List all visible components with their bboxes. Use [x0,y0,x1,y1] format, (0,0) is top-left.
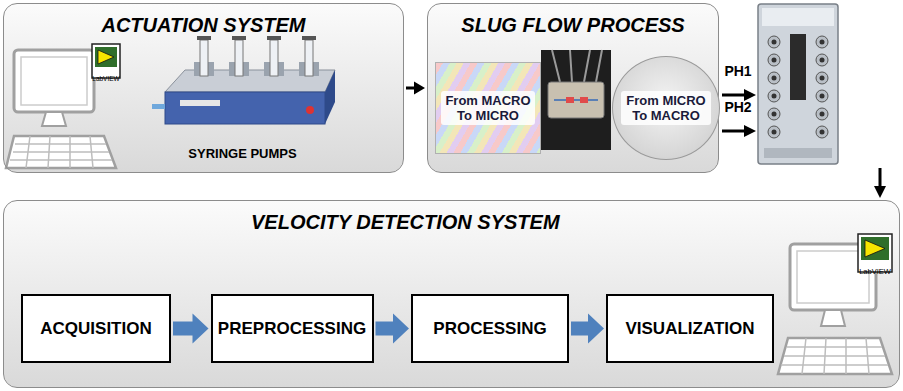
box-label: VISUALIZATION [625,319,754,339]
slug [566,97,574,103]
flow-arrow [173,314,209,344]
arrow-head [744,125,756,137]
arrow-shaft [406,87,415,90]
chip-photo [541,50,611,150]
syringes [194,36,319,76]
keyboard [778,338,892,374]
image-box: From MACRO To MICRO [435,62,541,154]
flow-arrow [571,314,604,344]
device-foot [764,148,832,158]
labview-icon [858,234,892,272]
icon-ground [95,47,117,67]
label-slot: SYRINGE PUMPS [150,144,335,162]
process-box: PREPROCESSING [211,294,374,363]
icon-glyph [98,50,114,64]
system-panel: SLUG FLOW PROCESS From MACRO To MICRO From… [427,3,719,173]
system-panel: VELOCITY DETECTION SYSTEM ACQUISITION PREP… [3,200,900,388]
text-label: LabVIEW [92,75,119,83]
syringe [270,40,278,76]
pump-label [180,100,220,106]
text-label: SYRINGE PUMPS [188,146,296,162]
process-box: ACQUISITION [21,294,171,363]
monitor-stand [821,310,845,326]
label-slot: LabVIEW [858,260,892,278]
port-pins [772,40,825,135]
device-connector [790,34,806,100]
plunger [302,36,316,40]
label-slot: LabVIEW [92,67,120,85]
device-top [762,8,834,26]
pump-front [165,92,325,124]
syringe [305,40,313,76]
label-slot: PH1 [720,62,756,80]
label-slot: PH2 [720,98,756,116]
monitor [14,50,94,112]
channel [554,99,598,101]
signal-line [722,94,746,97]
pump-button [306,106,314,114]
text-label: PH1 [724,63,751,80]
keyboard [6,136,116,168]
signal-line [879,168,882,188]
image-circle: From MICRO To MACRO [612,56,720,160]
syringe [200,40,208,76]
daq-device [758,4,838,164]
pump-tag [152,104,165,109]
chip [548,82,604,118]
syringe [235,40,243,76]
device-body [758,4,838,164]
panel-title: ACTUATION SYSTEM [4,13,403,37]
labview-icon [92,44,120,78]
plunger [267,36,281,40]
keys [781,338,888,374]
syringe-pumps [152,36,335,124]
arrow-shaft [571,322,589,336]
plunger [232,36,246,40]
text-label: LabVIEW [859,267,891,276]
flow-arrow [376,314,410,344]
monitor-stand [42,112,66,126]
box-label: PREPROCESSING [218,319,366,339]
box-label: PROCESSING [433,319,546,339]
panel-ground [4,201,900,388]
process-box: PROCESSING [411,294,569,363]
box-label: From MICRO To MACRO [621,91,711,125]
slug [580,97,588,103]
photo-ground [541,50,611,150]
icon-frame [92,44,120,78]
plunger [197,36,211,40]
bnc-ports [768,36,828,138]
box-label: ACQUISITION [40,319,151,339]
panel-ground [4,4,404,173]
arrow-head [193,314,209,344]
icon-ground [861,237,889,260]
process-box: VISUALIZATION [606,294,774,363]
panel-title: SLUG FLOW PROCESS [428,13,718,37]
arrow-shaft [376,322,395,336]
tubes [552,50,602,82]
signal-line [722,130,746,133]
arrow-head [874,186,886,198]
screen [21,57,87,105]
icon-glyph [865,240,885,257]
box-label: From MACRO To MICRO [441,91,535,125]
panel-title: VELOCITY DETECTION SYSTEM [4,210,899,234]
arrow-head [414,82,425,95]
keys [10,136,112,168]
icon-frame [858,234,892,272]
arrow-shaft [173,322,194,336]
arrow-head [393,314,409,344]
arrow-head [588,314,604,344]
flow-arrow [406,82,425,95]
pump-side [325,70,335,124]
text-label: PH2 [724,99,751,116]
